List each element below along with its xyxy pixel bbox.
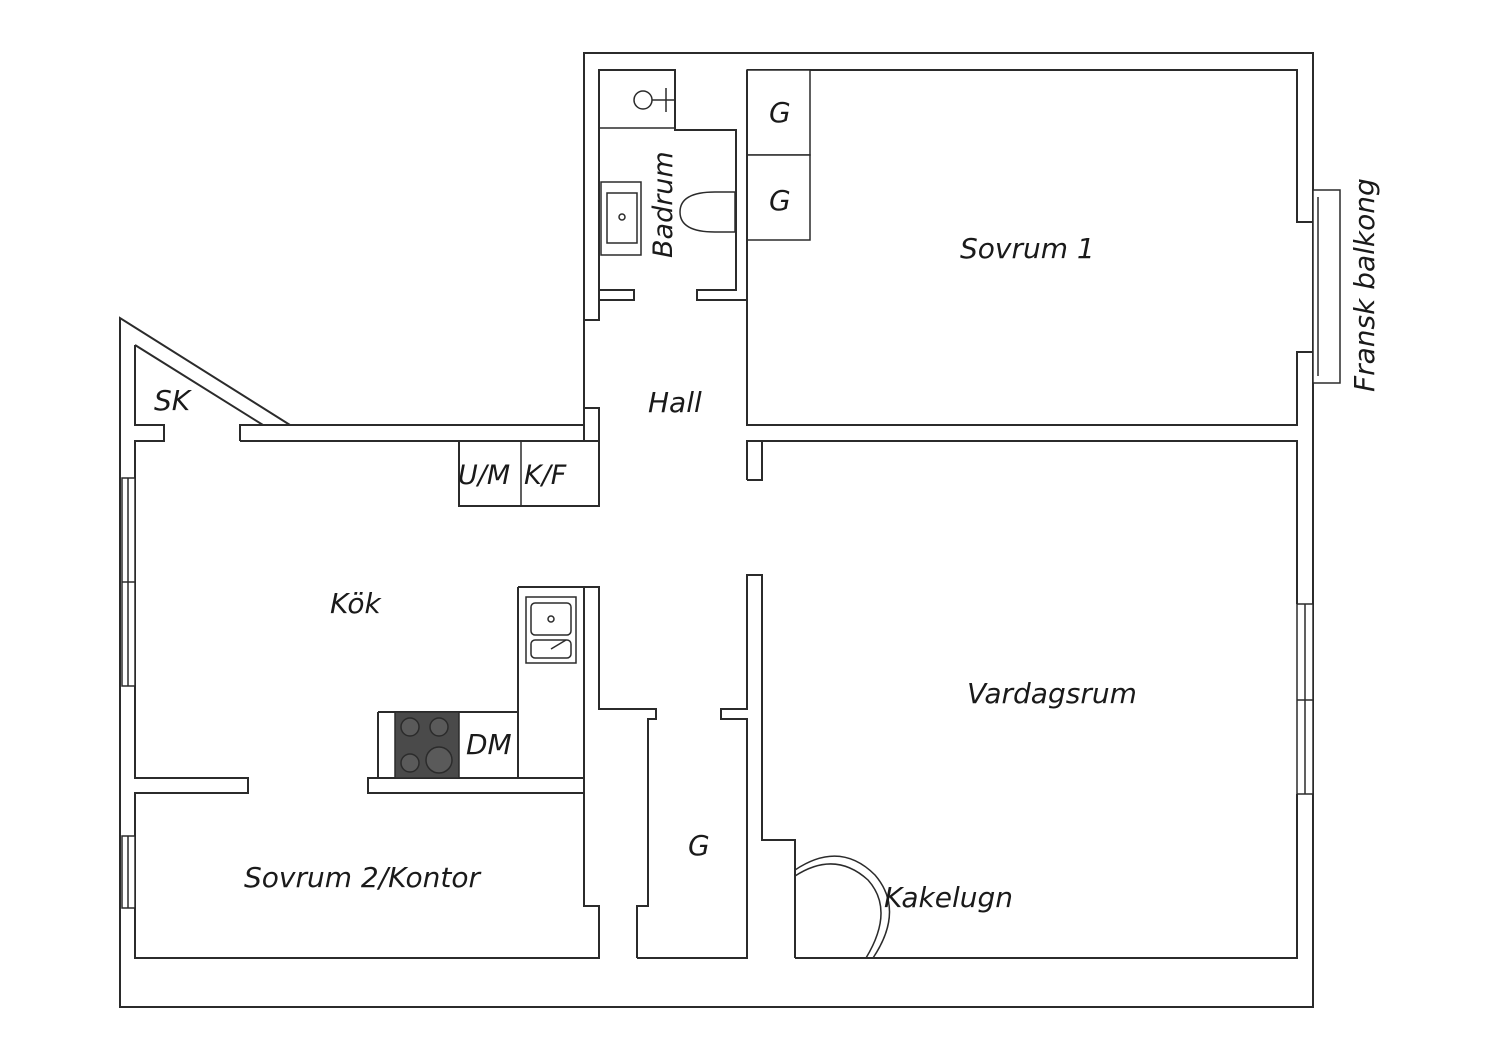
kitchen-sink-icon: [525, 596, 577, 664]
label-vardagsrum: Vardagsrum: [967, 677, 1137, 710]
kakelugn-icon: [794, 863, 882, 959]
vardagsrum-walls: [795, 794, 1298, 959]
label-kok: Kök: [330, 587, 382, 620]
label-sovrum2: Sovrum 2/Kontor: [244, 861, 482, 894]
label-sovrum1: Sovrum 1: [960, 232, 1095, 265]
label-kf: K/F: [524, 460, 567, 491]
sk-cupboard-walls: [134, 344, 290, 478]
label-dm: DM: [466, 728, 512, 761]
label-sk: SK: [154, 384, 193, 417]
label-hall: Hall: [648, 386, 702, 419]
label-closet-2: G: [769, 184, 791, 217]
label-badrum: Badrum: [648, 151, 679, 258]
sovrum2-walls: [134, 793, 600, 959]
shower-icon: [633, 90, 653, 110]
label-closet-3: G: [688, 829, 710, 862]
closet-sovrum1-b: [746, 154, 811, 241]
toilet-icon: [679, 191, 736, 233]
label-closet-1: G: [769, 96, 791, 129]
label-um: U/M: [458, 460, 510, 491]
sovrum1-walls: [600, 69, 1313, 426]
badrum-walls: [583, 53, 748, 321]
label-balkong: Fransk balkong: [1348, 178, 1381, 392]
label-kakelugn: Kakelugn: [884, 881, 1013, 914]
french-balcony: [1312, 189, 1341, 384]
hall-closet-walls: [637, 574, 796, 959]
